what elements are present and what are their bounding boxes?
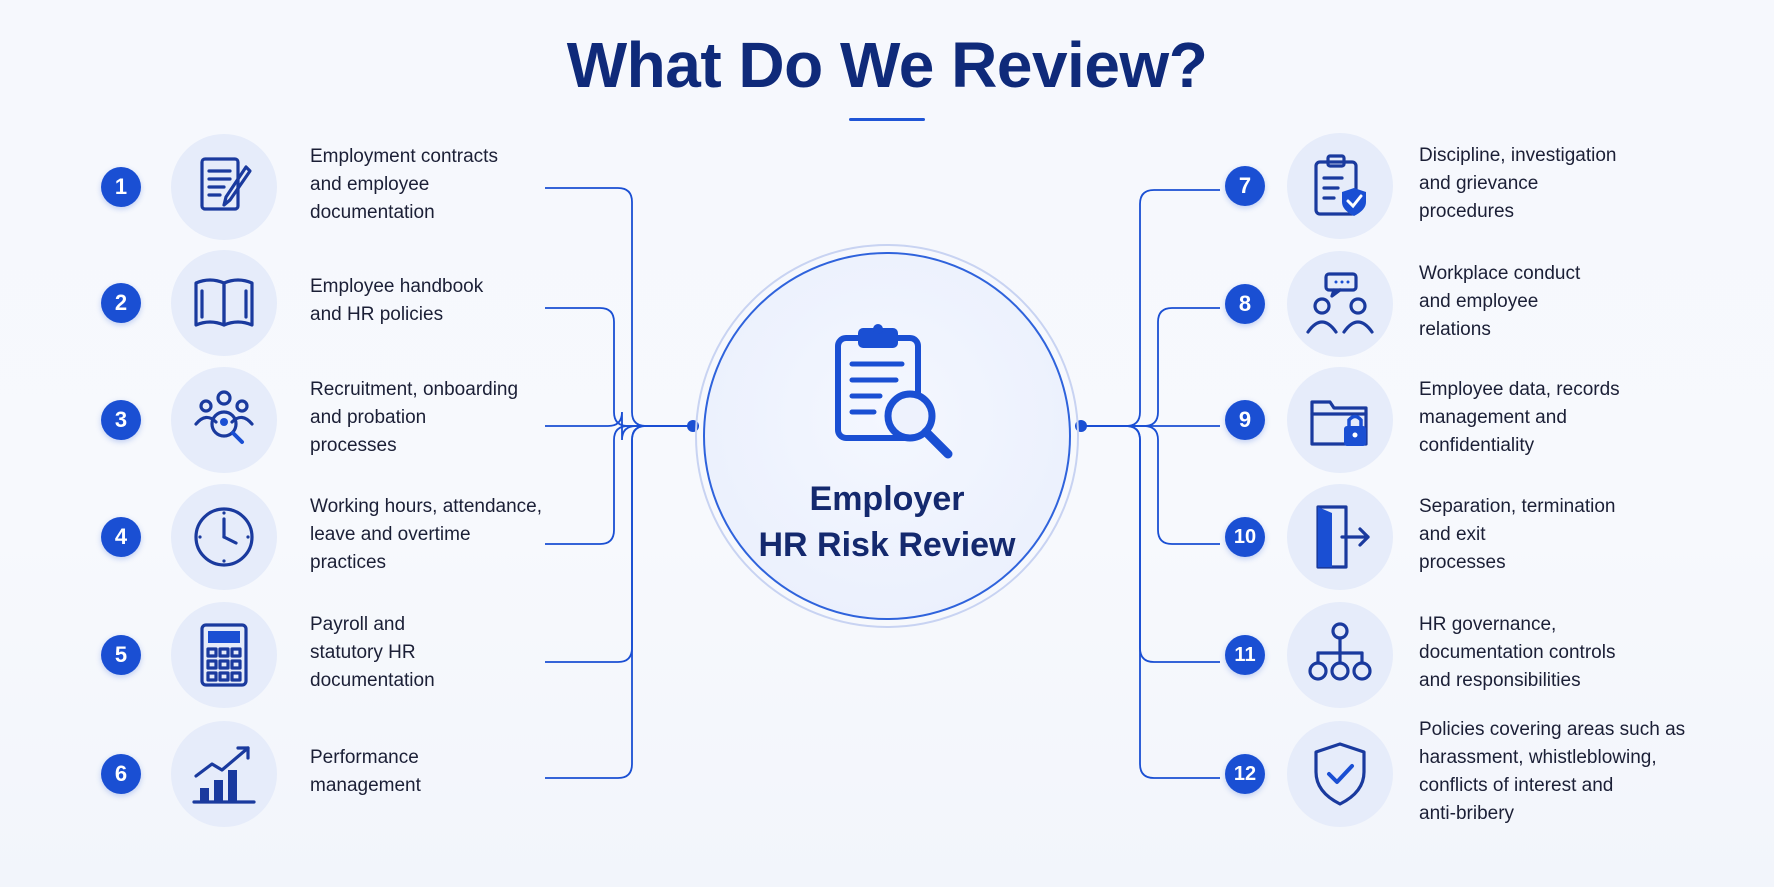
item-label-line: Workplace conduct xyxy=(1419,263,1581,284)
item-label: Employee handbook and HR policies xyxy=(310,273,600,329)
item-icon-circle xyxy=(171,602,277,708)
item-label-line: conflicts of interest and xyxy=(1419,775,1614,796)
item-label: Workplace conduct and employee relations xyxy=(1419,260,1709,344)
item-label-line: documentation xyxy=(310,202,435,223)
item-number-badge: 3 xyxy=(101,400,141,440)
item-label: Performance management xyxy=(310,744,600,800)
clock-icon xyxy=(194,507,254,567)
item-label: Separation, termination and exit processes xyxy=(1419,493,1709,577)
item-label-line: HR governance, xyxy=(1419,614,1557,635)
item-label: Recruitment, onboarding and probation proc… xyxy=(310,376,600,460)
item-number-badge: 4 xyxy=(101,517,141,557)
people-conversation-icon xyxy=(1306,272,1374,334)
item-icon-circle xyxy=(1287,251,1393,357)
item-label-line: Policies covering areas such as xyxy=(1419,719,1686,740)
page-title: What Do We Review? xyxy=(566,29,1208,101)
item-label-line: anti-bribery xyxy=(1419,803,1515,824)
org-hierarchy-icon xyxy=(1308,622,1372,681)
item-label-line: Payroll and xyxy=(310,614,406,635)
item-number-badge: 6 xyxy=(101,754,141,794)
item-label-line: and grievance xyxy=(1419,173,1539,194)
item-label: Employee data, records management and conf… xyxy=(1419,376,1709,460)
item-icon-circle xyxy=(171,721,277,827)
item-number-badge: 10 xyxy=(1225,517,1265,557)
item-icon-circle xyxy=(1287,721,1393,827)
item-icon-circle xyxy=(171,134,277,240)
item-icon-circle xyxy=(1287,484,1393,590)
calculator-icon xyxy=(200,623,248,687)
item-number-badge: 12 xyxy=(1225,754,1265,794)
item-label-line: and responsibilities xyxy=(1419,670,1581,691)
item-label-line: Performance xyxy=(310,747,419,768)
connector-line xyxy=(545,425,693,779)
item-label-line: and employee xyxy=(1419,291,1539,312)
item-label-line: and employee xyxy=(310,174,430,195)
connector-line xyxy=(1081,307,1220,427)
item-number-badge: 7 xyxy=(1225,166,1265,206)
item-label-line: Employment contracts xyxy=(310,146,498,167)
item-icon-circle xyxy=(1287,133,1393,239)
item-label-line: Recruitment, onboarding xyxy=(310,379,519,400)
shield-check-icon xyxy=(1314,742,1366,806)
item-number-badge: 11 xyxy=(1225,635,1265,675)
center-title: Employer HR Risk Review xyxy=(703,476,1071,568)
item-icon-circle xyxy=(1287,367,1393,473)
item-number-badge: 9 xyxy=(1225,400,1265,440)
item-label-line: processes xyxy=(310,435,397,456)
item-label-line: statutory HR xyxy=(310,642,416,663)
item-label-line: Working hours, attendance, xyxy=(310,496,543,517)
item-number-badge: 5 xyxy=(101,635,141,675)
item-number-badge: 1 xyxy=(101,167,141,207)
item-icon-circle xyxy=(1287,602,1393,708)
exit-door-icon xyxy=(1316,505,1370,569)
locked-folder-icon xyxy=(1310,400,1368,446)
clipboard-shield-icon xyxy=(1314,154,1366,216)
item-number-badge: 8 xyxy=(1225,284,1265,324)
contract-pen-icon xyxy=(200,157,252,211)
item-label: Payroll and statutory HR documentation xyxy=(310,611,600,695)
item-label-line: documentation controls xyxy=(1419,642,1616,663)
item-icon-circle xyxy=(171,367,277,473)
item-label-line: Separation, termination xyxy=(1419,496,1616,517)
item-label: Policies covering areas such as harassmen… xyxy=(1419,716,1709,828)
people-search-icon xyxy=(194,390,254,444)
item-label: Working hours, attendance, leave and over… xyxy=(310,493,600,577)
item-label-line: processes xyxy=(1419,552,1506,573)
item-label-line: practices xyxy=(310,552,387,573)
title-underline xyxy=(849,118,925,121)
item-label-line: procedures xyxy=(1419,201,1515,222)
item-label-line: and probation xyxy=(310,407,427,428)
item-label-line: documentation xyxy=(310,670,435,691)
item-label-line: and exit xyxy=(1419,524,1486,545)
item-label-line: harassment, whistleblowing, xyxy=(1419,747,1657,768)
item-label-line: Employee data, records xyxy=(1419,379,1620,400)
center-title-line2: HR Risk Review xyxy=(758,526,1016,564)
item-label-line: Employee handbook xyxy=(310,276,484,297)
item-label-line: management and xyxy=(1419,407,1567,428)
item-label-line: management xyxy=(310,775,421,796)
item-icon-circle xyxy=(171,250,277,356)
item-icon-circle xyxy=(171,484,277,590)
connector-line xyxy=(1081,425,1220,779)
growth-chart-icon xyxy=(192,746,256,804)
open-book-icon xyxy=(194,278,254,327)
clipboard-search-icon xyxy=(835,324,953,459)
item-label-line: Discipline, investigation xyxy=(1419,145,1617,166)
item-label-line: and HR policies xyxy=(310,304,444,325)
item-label-line: relations xyxy=(1419,319,1491,340)
connector-line xyxy=(545,425,693,545)
item-label-line: leave and overtime xyxy=(310,524,471,545)
item-label: Employment contracts and employee document… xyxy=(310,143,600,227)
center-outer-ring xyxy=(695,244,1079,628)
item-number-badge: 2 xyxy=(101,283,141,323)
connector-line xyxy=(1081,425,1220,545)
item-label-line: confidentiality xyxy=(1419,435,1535,456)
item-label: HR governance, documentation controls and … xyxy=(1419,611,1709,695)
item-label: Discipline, investigation and grievance pr… xyxy=(1419,142,1709,226)
center-title-line1: Employer xyxy=(809,480,965,518)
